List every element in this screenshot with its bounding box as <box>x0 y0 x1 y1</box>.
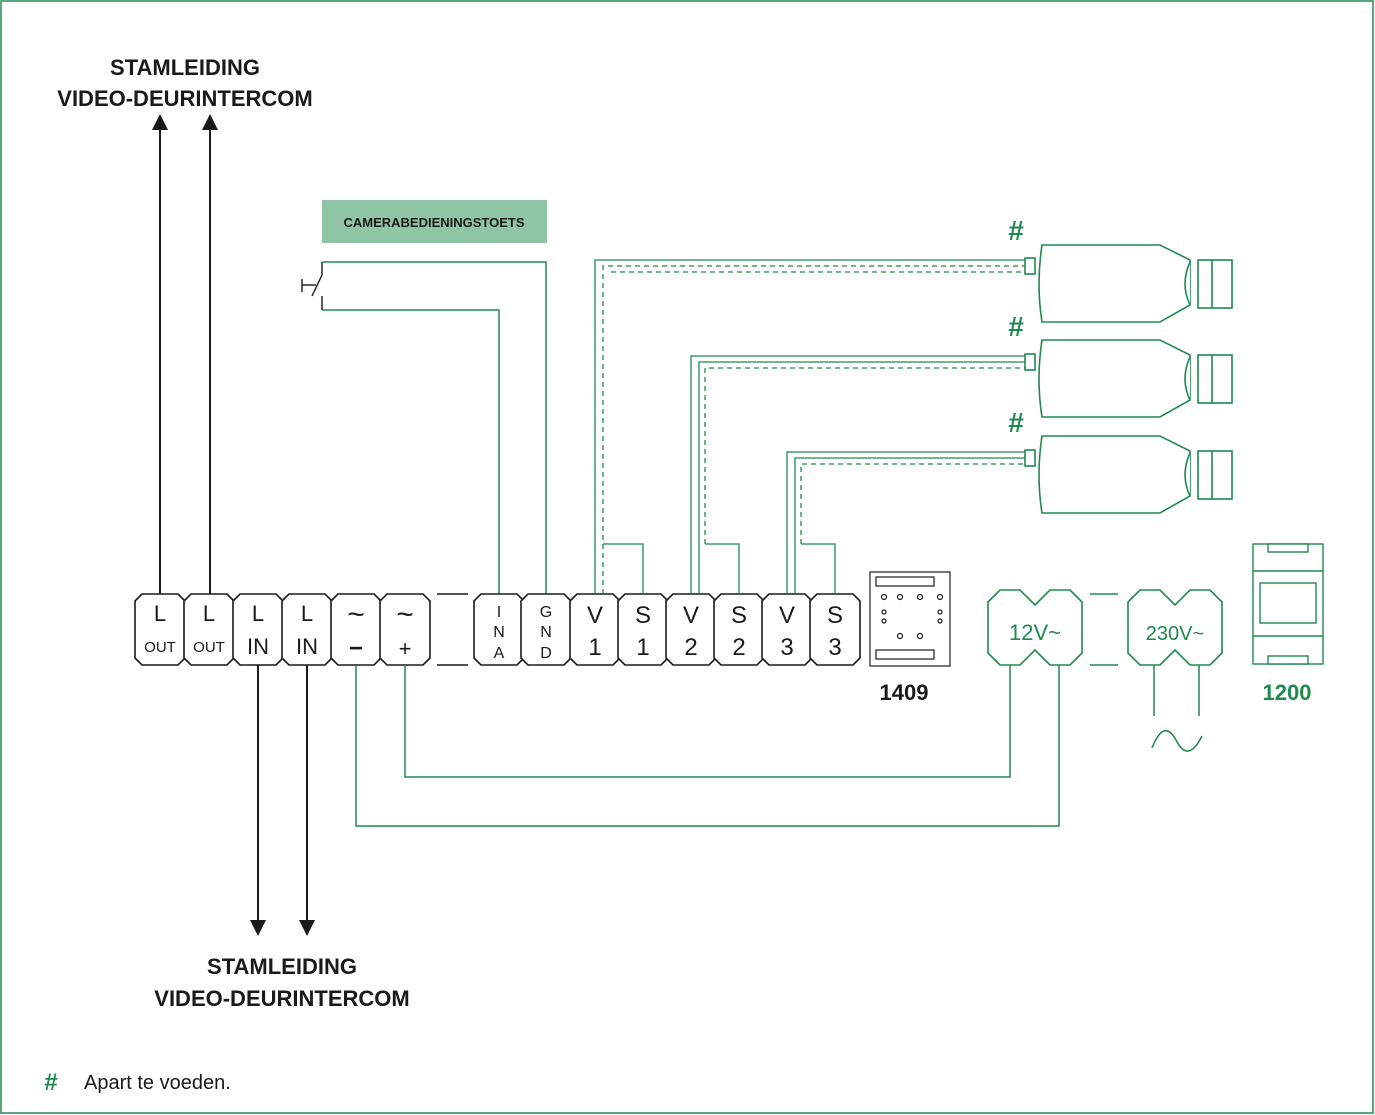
terminal-label-top: ~ <box>396 598 414 631</box>
terminal-label-bottom: OUT <box>144 639 176 656</box>
terminal-label-gnd-2: N <box>540 624 552 641</box>
button-wire-ina <box>322 309 500 594</box>
terminal <box>473 593 525 666</box>
terminal-label-bottom: 1 <box>636 634 649 661</box>
button-wire-gnd <box>322 261 547 594</box>
terminal-label-top: V <box>587 602 603 629</box>
psu-1200-code: 1200 <box>1263 680 1312 705</box>
terminal-block-right: I N A G N D V 1 S 1 V 2 S 2 V 3 S 3 <box>473 593 861 666</box>
terminal-label-top: S <box>827 602 843 629</box>
terminal-label-top: S <box>731 602 747 629</box>
terminal-label-bottom: − <box>349 635 363 662</box>
module-1409-icon <box>869 571 951 667</box>
power-wire-plus <box>404 665 1011 778</box>
terminal-label-bottom: 3 <box>828 634 841 661</box>
terminal-label-top: L <box>252 601 264 626</box>
terminal-label-ina-2: N <box>493 624 505 641</box>
terminal-label-top: L <box>154 601 166 626</box>
camera-2 <box>1024 339 1233 418</box>
push-button-icon <box>301 262 323 310</box>
terminal <box>713 593 765 666</box>
camera-1-mark: # <box>1008 215 1024 246</box>
terminal-label-gnd-3: D <box>540 645 552 662</box>
terminal-label-bottom: IN <box>296 634 318 659</box>
psu-1200-icon <box>1252 543 1324 665</box>
bottom-riser-label-line2: VIDEO-DEURINTERCOM <box>154 986 409 1011</box>
terminal-label-top: L <box>301 601 313 626</box>
terminal <box>183 593 235 666</box>
top-riser-label-line2: VIDEO-DEURINTERCOM <box>57 86 312 111</box>
camera-button-label-box <box>322 200 547 243</box>
terminal <box>809 593 861 666</box>
footnote-text: Apart te voeden. <box>84 1072 231 1094</box>
terminal <box>617 593 669 666</box>
terminal-label-bottom: OUT <box>193 639 225 656</box>
camera-3-mark: # <box>1008 407 1024 438</box>
terminal-label-ina-3: A <box>494 645 505 662</box>
terminal-block-left: L OUT L OUT L IN L IN ~ − ~ + <box>134 593 431 666</box>
terminal-label-bottom: + <box>399 636 412 661</box>
terminal-label-ina-1: I <box>497 604 501 621</box>
camera-3 <box>1024 435 1233 514</box>
terminal-label-top: S <box>635 602 651 629</box>
ac-mains-icon <box>1151 730 1203 752</box>
terminal <box>281 593 333 666</box>
terminal <box>330 593 382 666</box>
transformer-12v <box>987 589 1083 666</box>
terminal-label-top: L <box>203 601 215 626</box>
camera-2-mark: # <box>1008 311 1024 342</box>
power-wire-minus <box>355 665 1060 827</box>
terminal <box>134 593 186 666</box>
top-riser-label-line1: STAMLEIDING <box>110 55 260 80</box>
terminal <box>379 593 431 666</box>
terminal-label-bottom: IN <box>247 634 269 659</box>
camera-1 <box>1024 244 1233 323</box>
terminal-label-gnd-1: G <box>540 604 552 621</box>
terminal-label-bottom: 2 <box>732 634 745 661</box>
terminal-label-bottom: 3 <box>780 634 793 661</box>
terminal-label-bottom: 2 <box>684 634 697 661</box>
transformer-230v <box>1127 589 1223 666</box>
terminal-label-top: V <box>779 602 795 629</box>
terminal <box>665 593 717 666</box>
terminal <box>569 593 621 666</box>
terminal <box>761 593 813 666</box>
transformer-230v-label: 230V~ <box>1146 623 1204 645</box>
terminal <box>232 593 284 666</box>
terminal-label-bottom: 1 <box>588 634 601 661</box>
terminal-label-top: V <box>683 602 699 629</box>
module-1409-code: 1409 <box>880 680 929 705</box>
transformer-12v-label: 12V~ <box>1009 620 1061 645</box>
terminal-label-top: ~ <box>347 598 365 631</box>
camera-button-label: CAMERABEDIENINGSTOETS <box>343 215 524 230</box>
footnote-symbol: # <box>44 1069 57 1096</box>
camera-wiring <box>594 259 1030 594</box>
bottom-riser-label-line1: STAMLEIDING <box>207 954 357 979</box>
terminal <box>520 593 572 666</box>
